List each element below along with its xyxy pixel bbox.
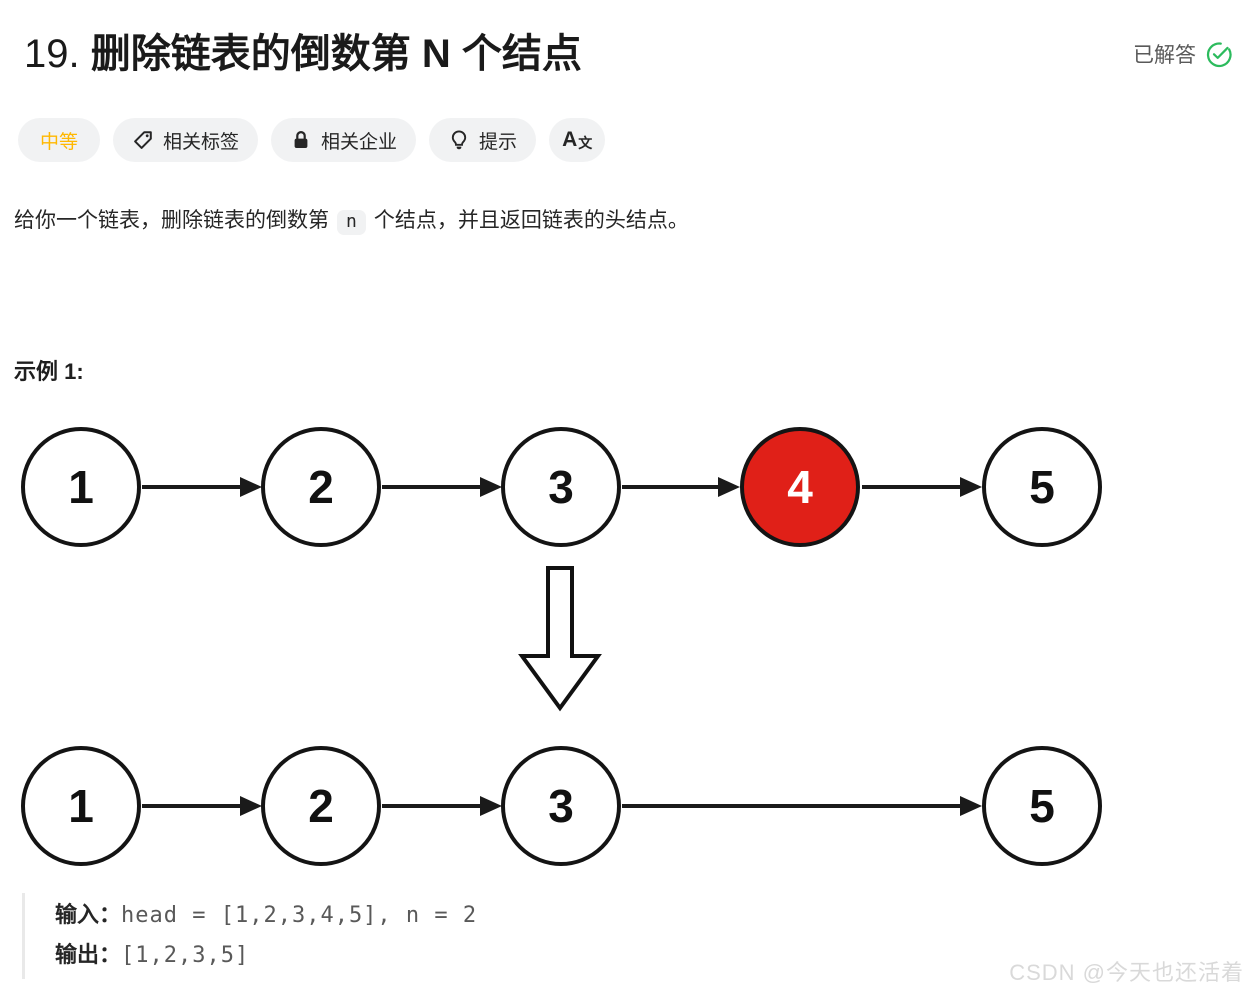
node-after-1: 1 xyxy=(21,746,141,866)
input-value: head = [1,2,3,4,5], n = 2 xyxy=(121,903,478,928)
tag-icon xyxy=(132,129,154,151)
solved-label: 已解答 xyxy=(1133,44,1196,67)
hint-button[interactable]: 提示 xyxy=(429,118,537,162)
example-input-line: 输入：head = [1,2,3,4,5], n = 2 xyxy=(55,895,1254,935)
arrow-2-3 xyxy=(382,477,502,497)
svg-text:3: 3 xyxy=(548,780,574,832)
svg-text:1: 1 xyxy=(68,461,94,513)
node-after-2: 2 xyxy=(261,746,381,866)
svg-text:4: 4 xyxy=(787,461,813,513)
arrow-1-2 xyxy=(142,477,262,497)
page-title: 19. 删除链表的倒数第 N 个结点 xyxy=(24,30,582,78)
svg-text:2: 2 xyxy=(308,461,334,513)
svg-text:5: 5 xyxy=(1029,461,1055,513)
svg-text:1: 1 xyxy=(68,780,94,832)
translate-icon-cjk: 文 xyxy=(578,135,593,151)
problem-number: 19. xyxy=(24,32,80,76)
list-before: 1 2 3 4 5 xyxy=(21,427,1102,547)
svg-text:2: 2 xyxy=(308,780,334,832)
example-io-block: 输入：head = [1,2,3,4,5], n = 2 输出：[1,2,3,5… xyxy=(22,893,1254,979)
node-after-3: 3 xyxy=(501,746,621,866)
node-before-3: 3 xyxy=(501,427,621,547)
hint-label: 提示 xyxy=(479,131,518,153)
example-output-line: 输出：[1,2,3,5] xyxy=(55,935,1254,975)
lock-icon xyxy=(290,129,312,151)
node-before-2: 2 xyxy=(261,427,381,547)
arrow-after-2-3 xyxy=(382,796,502,816)
difficulty-label: 中等 xyxy=(40,131,79,153)
node-after-5: 5 xyxy=(982,746,1102,866)
problem-description: 给你一个链表，删除链表的倒数第 n 个结点，并且返回链表的头结点。 xyxy=(14,206,1254,236)
inline-code-n: n xyxy=(337,210,366,235)
output-value: [1,2,3,5] xyxy=(121,943,250,968)
list-after: 1 2 3 5 xyxy=(21,746,1102,866)
arrow-4-5 xyxy=(862,477,982,497)
watermark: CSDN @今天也还活着 xyxy=(1009,960,1244,985)
problem-title: 删除链表的倒数第 N 个结点 xyxy=(90,32,582,76)
output-label: 输出： xyxy=(55,942,122,967)
linked-list-diagram: 1 2 3 4 5 xyxy=(21,427,1102,866)
down-arrow xyxy=(518,566,602,712)
input-label: 输入： xyxy=(55,902,122,927)
related-companies-button[interactable]: 相关企业 xyxy=(271,118,417,162)
node-before-5: 5 xyxy=(982,427,1102,547)
description-part2: 个结点，并且返回链表的头结点。 xyxy=(373,209,689,232)
check-circle-icon xyxy=(1205,41,1232,68)
solved-status: 已解答 xyxy=(1133,39,1232,69)
translate-icon: A xyxy=(562,128,578,151)
svg-text:5: 5 xyxy=(1029,780,1055,832)
related-tags-label: 相关标签 xyxy=(163,131,240,153)
arrow-after-1-2 xyxy=(142,796,262,816)
lightbulb-icon xyxy=(448,129,470,151)
badges-row: 中等 相关标签 相关企业 xyxy=(18,118,1254,162)
related-companies-label: 相关企业 xyxy=(321,131,398,153)
related-tags-button[interactable]: 相关标签 xyxy=(113,118,259,162)
translate-button[interactable]: A 文 xyxy=(549,118,606,162)
difficulty-badge[interactable]: 中等 xyxy=(18,118,101,162)
arrow-after-3-5 xyxy=(622,796,982,816)
description-part1: 给你一个链表，删除链表的倒数第 xyxy=(14,209,329,232)
svg-text:3: 3 xyxy=(548,461,574,513)
arrow-3-4 xyxy=(622,477,740,497)
example-heading: 示例 1: xyxy=(14,359,84,384)
node-before-1: 1 xyxy=(21,427,141,547)
node-before-4-highlighted: 4 xyxy=(740,427,860,547)
header: 19. 删除链表的倒数第 N 个结点 已解答 xyxy=(0,0,1254,78)
